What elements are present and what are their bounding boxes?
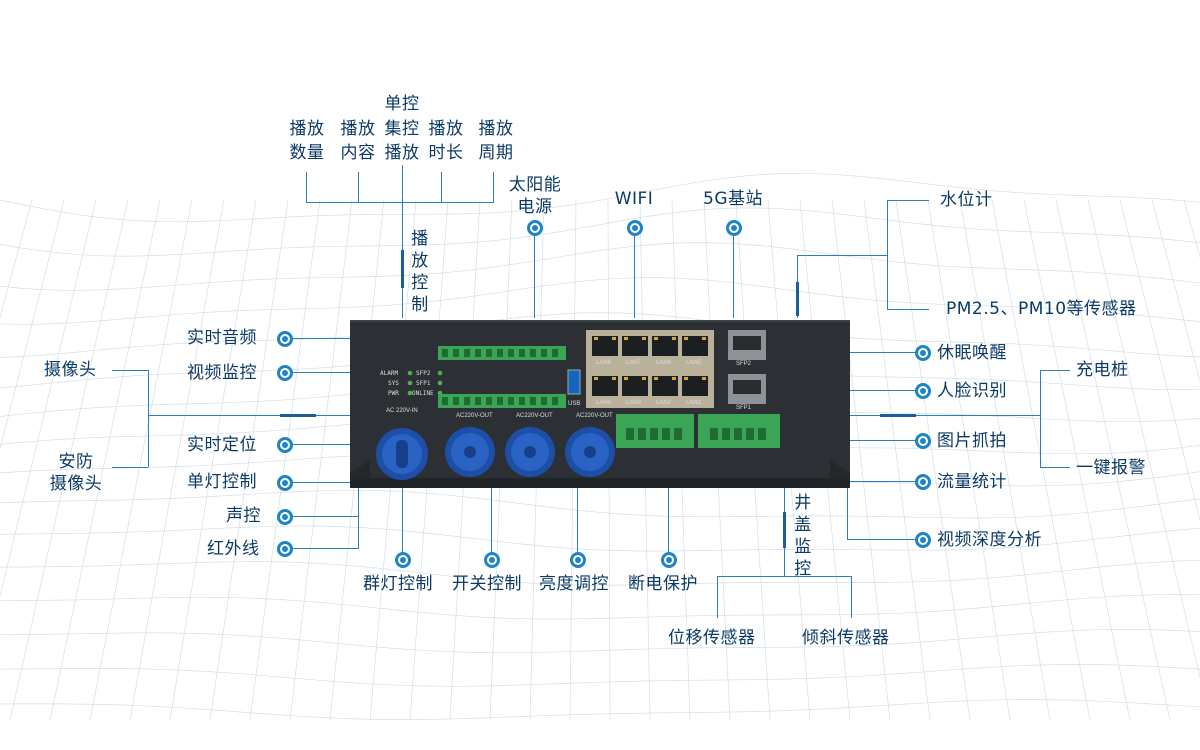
dot-infrared: [277, 541, 293, 557]
label-5g-station: 5G基站: [703, 189, 763, 209]
label-solar-power: 太阳能 电源: [508, 175, 562, 217]
mesh-line: [0, 559, 1200, 586]
label-single-control: 单控: [384, 94, 420, 114]
dot-audio: [277, 331, 293, 347]
mesh-line: [49, 199, 161, 721]
label-wifi: WIFI: [614, 189, 654, 209]
label-power-protect: 断电保护: [628, 574, 698, 594]
label-camera: 摄像头: [44, 360, 97, 380]
mesh-line: [0, 199, 97, 598]
label-water-gauge: 水位计: [940, 190, 993, 210]
dot-snapshot: [915, 433, 931, 449]
label-play-duration-2: 时长: [428, 143, 464, 163]
label-play-control: 播放控制: [411, 229, 429, 315]
dot-locate: [277, 437, 293, 453]
label-manhole-monitor: 井盖监控: [794, 493, 812, 579]
mesh-line: [0, 172, 1200, 223]
dot-5g: [726, 220, 742, 236]
mesh-line: [129, 199, 225, 721]
dot-group-light: [395, 552, 411, 568]
mesh-line: [0, 699, 1200, 720]
mesh-line: [0, 594, 1200, 620]
label-play-cycle-2: 周期: [478, 143, 514, 163]
dot-wifi: [627, 220, 643, 236]
label-group-light: 群灯控制: [363, 574, 433, 594]
label-tilt-sensor: 倾斜传感器: [802, 628, 890, 648]
mesh-line: [0, 489, 1200, 519]
mesh-line: [0, 242, 1200, 291]
dot-sound: [277, 509, 293, 525]
mesh-line: [991, 199, 1091, 721]
label-sleep-wake: 休眠唤醒: [937, 343, 1007, 363]
mesh-line: [959, 199, 1051, 721]
label-group-play-2: 播放: [384, 143, 420, 163]
label-infrared: 红外线: [207, 539, 260, 559]
mesh-line: [0, 312, 1200, 358]
label-video-monitor: 视频监控: [187, 363, 257, 383]
mesh-line: [289, 199, 353, 721]
mesh-line: [249, 199, 321, 721]
mesh-line: [0, 629, 1200, 654]
mesh-line: [831, 199, 891, 721]
label-group-play-1: 集控: [384, 119, 420, 139]
mesh-line: [895, 199, 971, 721]
mesh-line: [1023, 199, 1131, 721]
dot-sleep: [915, 345, 931, 361]
mesh-line: [0, 199, 33, 319]
dot-brightness: [570, 552, 586, 568]
label-realtime-audio: 实时音频: [187, 328, 257, 348]
mesh-line: [0, 199, 65, 450]
label-alarm: 一键报警: [1076, 458, 1146, 478]
dot-solar: [527, 220, 543, 236]
mesh-line: [1087, 199, 1200, 679]
dot-switch: [484, 552, 500, 568]
mesh-line: [1055, 199, 1171, 721]
dot-single-light: [277, 475, 293, 491]
mesh-line: [0, 277, 1200, 325]
label-pm-sensor: PM2.5、PM10等传感器: [946, 299, 1137, 319]
dot-video-analysis: [915, 532, 931, 548]
label-single-light: 单灯控制: [187, 472, 257, 492]
label-security-camera: 安防 摄像头: [49, 452, 103, 494]
mesh-line: [169, 199, 257, 721]
dot-traffic: [915, 474, 931, 490]
mesh-line: [0, 525, 1200, 552]
label-traffic-stats: 流量统计: [937, 472, 1007, 492]
label-play-count-2: 数量: [289, 143, 325, 163]
label-switch-control: 开关控制: [452, 574, 522, 594]
label-face-recognition: 人脸识别: [937, 381, 1007, 401]
gateway-device: ALARM SYS PWR SFP2 SFP1 ONLINE: [350, 318, 850, 488]
mesh-line: [0, 207, 1200, 257]
label-displacement-sensor: 位移传感器: [668, 628, 756, 648]
dot-video: [277, 365, 293, 381]
mesh-line: [1151, 199, 1200, 383]
mesh-line: [89, 199, 193, 721]
label-play-content-1: 播放: [340, 119, 376, 139]
mesh-line: [863, 199, 931, 721]
mesh-line: [0, 664, 1200, 687]
label-brightness: 亮度调控: [539, 574, 609, 594]
label-image-capture: 图片抓拍: [937, 431, 1007, 451]
label-video-analysis: 视频深度分析: [937, 530, 1042, 550]
mesh-line: [209, 199, 289, 721]
dot-face: [915, 383, 931, 399]
label-play-count-1: 播放: [289, 119, 325, 139]
label-realtime-location: 实时定位: [187, 435, 257, 455]
dot-power-protect: [661, 552, 677, 568]
label-charging-pile: 充电桩: [1076, 360, 1129, 380]
mesh-line: [1119, 199, 1200, 522]
mesh-line: [927, 199, 1011, 721]
label-sound-control: 声控: [226, 506, 261, 526]
label-play-content-2: 内容: [340, 143, 376, 163]
label-play-cycle-1: 播放: [478, 119, 514, 139]
mesh-line: [9, 199, 129, 721]
label-play-duration-1: 播放: [428, 119, 464, 139]
